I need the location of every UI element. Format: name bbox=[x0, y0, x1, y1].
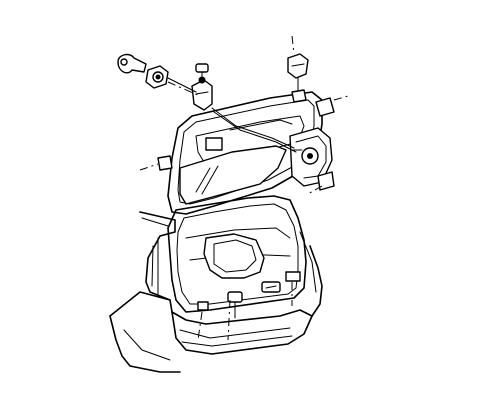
rear-bumper bbox=[171, 309, 313, 355]
liftgate-upper-hinge-right bbox=[287, 35, 309, 103]
liftgate-latch-assembly bbox=[289, 95, 349, 195]
weatherstrip-clip-right bbox=[285, 271, 301, 306]
cargo-opening bbox=[167, 195, 307, 313]
striker-left bbox=[227, 291, 243, 341]
latch-rod bbox=[211, 107, 297, 153]
panel-clip-left bbox=[139, 155, 173, 171]
weatherstrip-clip-left bbox=[197, 301, 209, 341]
liftgate-glass bbox=[179, 145, 287, 205]
key-and-lock-cylinder bbox=[117, 53, 201, 97]
striker-center bbox=[261, 281, 281, 293]
vehicle-body-rear bbox=[109, 211, 323, 373]
liftgate-upper-hinge-left bbox=[191, 63, 213, 111]
